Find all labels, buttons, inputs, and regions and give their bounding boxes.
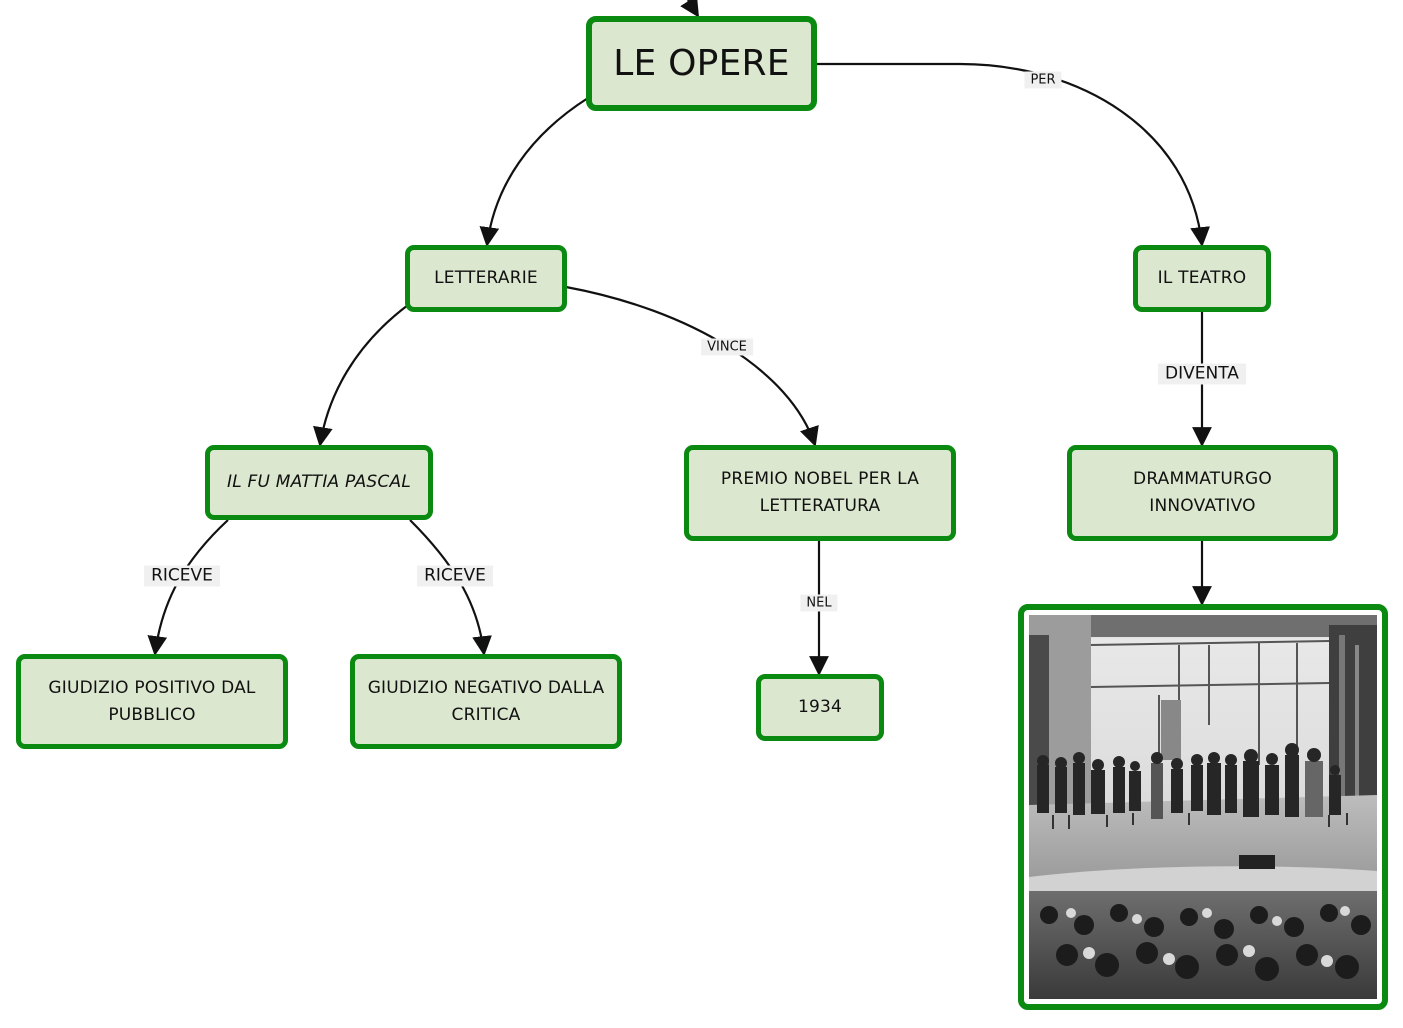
link-label-diventa: DIVENTA <box>1158 363 1246 385</box>
node-drammaturgo-innovativo-label: DRAMMATURGO INNOVATIVO <box>1133 469 1272 516</box>
node-1934[interactable]: 1934 <box>756 674 884 741</box>
link-label-nel: NEL <box>800 594 838 612</box>
node-letterarie-label: LETTERARIE <box>434 268 538 288</box>
node-premio-nobel-label: PREMIO NOBEL PER LA LETTERATURA <box>720 469 920 516</box>
link-label-riceve-left: RICEVE <box>144 565 220 587</box>
link-label-vince: VINCE <box>701 338 753 356</box>
node-il-teatro-label: IL TEATRO <box>1157 268 1247 288</box>
connector-letterarie-mattia <box>313 304 409 447</box>
node-il-fu-mattia-pascal[interactable]: IL FU MATTIA PASCAL <box>205 445 433 520</box>
node-il-fu-mattia-pascal-label: IL FU MATTIA PASCAL <box>227 472 411 492</box>
node-giudizio-positivo-label: GIUDIZIO POSITIVO DAL PUBBLICO <box>48 677 256 725</box>
node-giudizio-negativo[interactable]: GIUDIZIO NEGATIVO DALLA CRITICA <box>350 654 622 749</box>
connector-root-teatro <box>816 62 1210 247</box>
node-le-opere[interactable]: LE OPERE <box>586 16 817 111</box>
node-giudizio-positivo[interactable]: GIUDIZIO POSITIVO DAL PUBBLICO <box>16 654 288 749</box>
connector-incoming-root <box>680 0 700 18</box>
link-label-per: PER <box>1024 71 1062 89</box>
node-letterarie[interactable]: LETTERARIE <box>405 245 567 312</box>
connector-root-letterarie <box>479 97 589 247</box>
node-premio-nobel[interactable]: PREMIO NOBEL PER LA LETTERATURA <box>684 445 956 541</box>
node-giudizio-negativo-label: GIUDIZIO NEGATIVO DALLA CRITICA <box>367 677 605 725</box>
node-il-teatro[interactable]: IL TEATRO <box>1133 245 1271 312</box>
node-1934-label: 1934 <box>797 697 843 717</box>
theater-stage-photo[interactable] <box>1018 604 1388 1010</box>
connector-letterarie-nobel <box>565 285 819 447</box>
connector-mattia-positivo <box>147 519 229 656</box>
link-label-riceve-right: RICEVE <box>417 565 493 587</box>
node-drammaturgo-innovativo[interactable]: DRAMMATURGO INNOVATIVO <box>1067 445 1338 541</box>
node-le-opere-label: LE OPERE <box>613 42 790 84</box>
connector-mattia-negativo <box>409 519 492 656</box>
theater-photo-image <box>1029 615 1377 999</box>
